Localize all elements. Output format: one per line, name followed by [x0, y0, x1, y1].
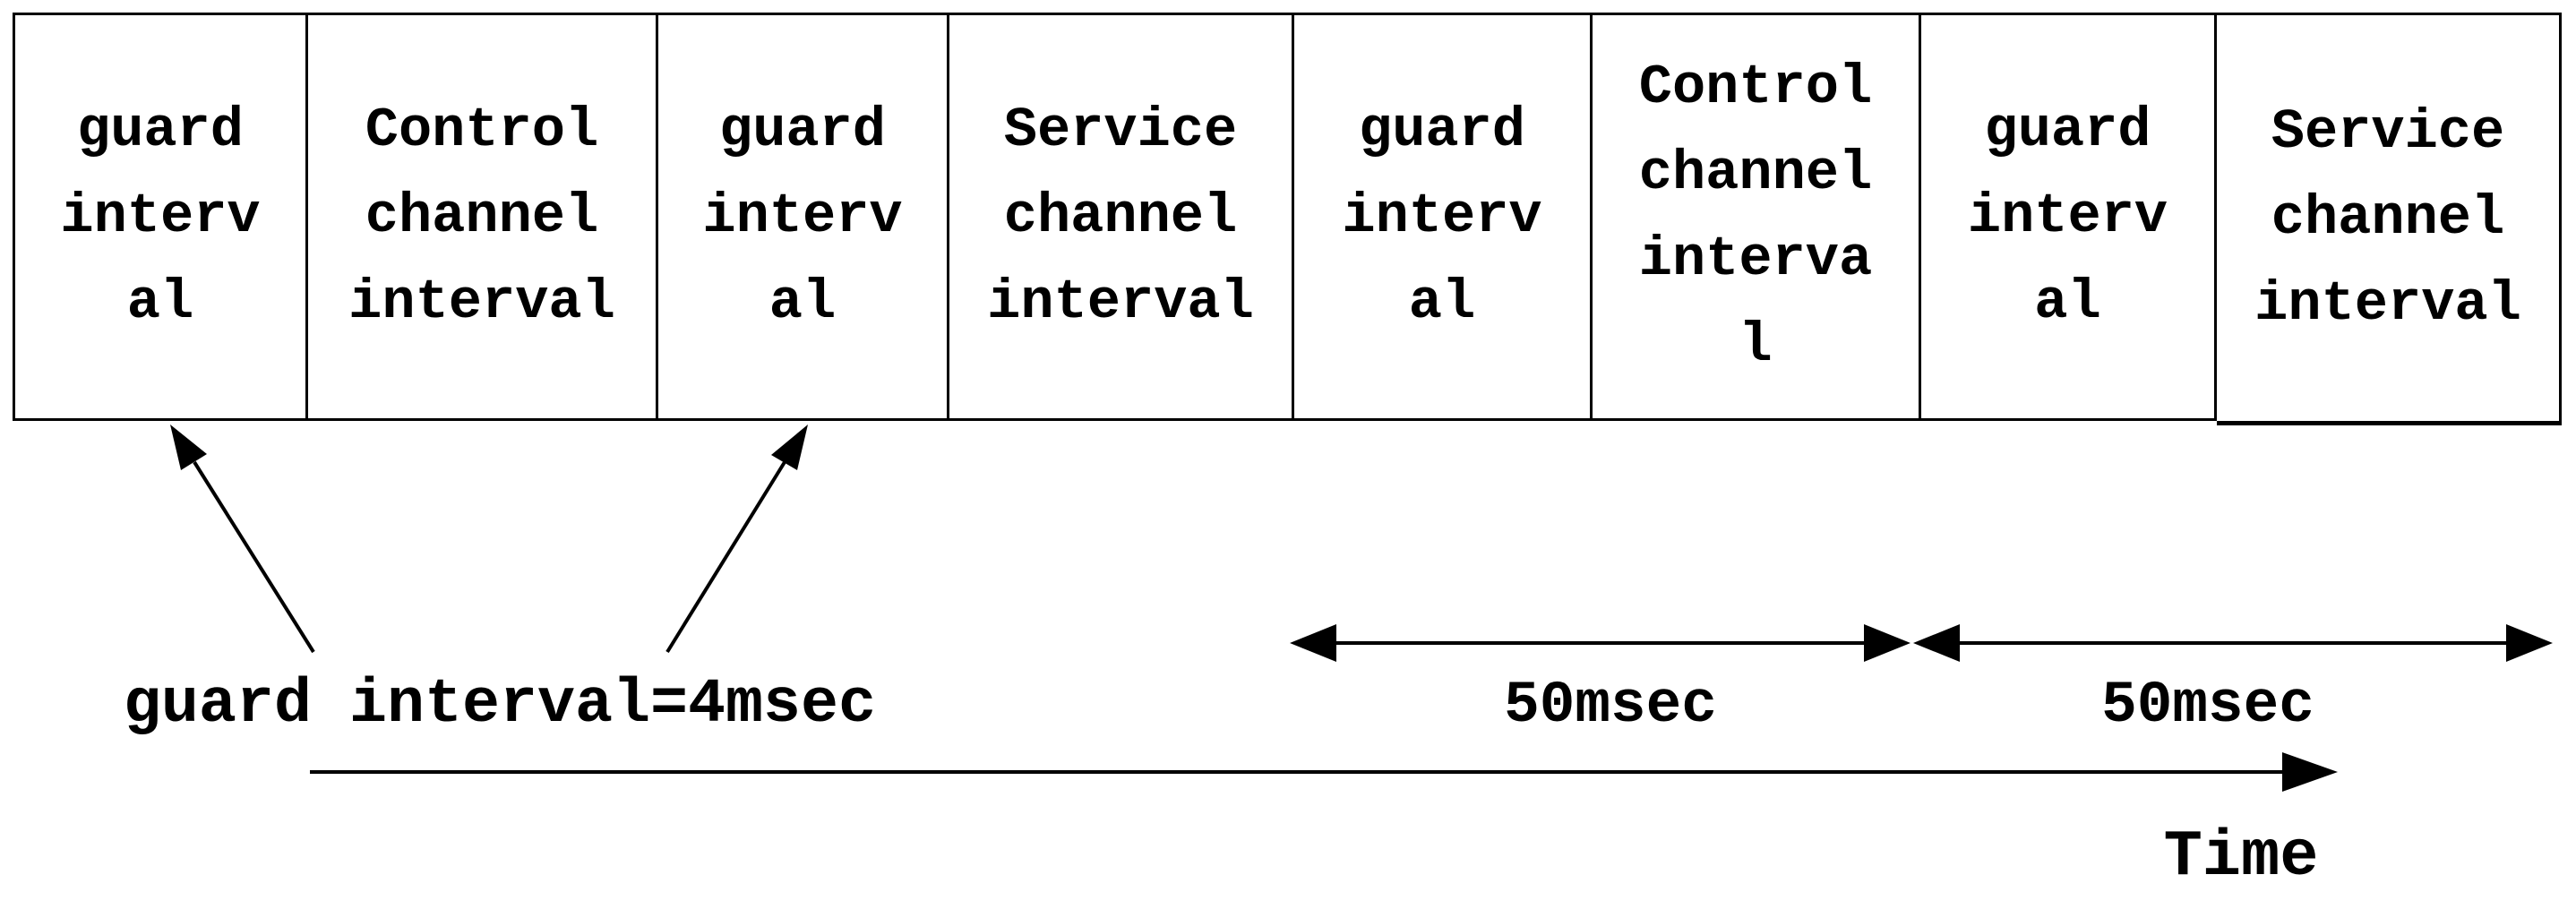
timeline-box-service-channel-2: Service channel interval [2217, 13, 2562, 425]
box-label: Control channel interval [348, 99, 615, 334]
timeline-box-control-channel-2: Control channel interva l [1593, 13, 1921, 421]
timeline-box-guard-interval-2: guard interv al [658, 13, 949, 421]
span-label-50msec-2: 50msec [2101, 672, 2314, 739]
span-label-50msec-1: 50msec [1504, 672, 1717, 739]
timeline-box-guard-interval-4: guard interv al [1921, 13, 2217, 421]
box-label: guard interv al [60, 99, 261, 334]
guard-interval-note: guard interval=4msec [123, 670, 877, 741]
time-axis-label: Time [2163, 820, 2319, 894]
box-label: Service channel interval [2254, 99, 2521, 336]
guard-pointer-arrow-left [170, 424, 315, 654]
span-arrow-50msec-1 [1290, 624, 1911, 662]
box-label: Control channel interva l [1638, 56, 1873, 377]
box-label: guard interv al [702, 99, 903, 334]
timeline-box-guard-interval-3: guard interv al [1294, 13, 1593, 421]
guard-pointer-arrow-right [665, 424, 808, 654]
box-label: Service channel interval [987, 99, 1254, 334]
box-label: guard interv al [1967, 99, 2168, 334]
timeline-box-guard-interval-1: guard interv al [13, 13, 308, 421]
time-axis-arrow [310, 752, 2338, 792]
timeline-box-control-channel-1: Control channel interval [308, 13, 658, 421]
box-label: guard interv al [1342, 99, 1542, 334]
span-arrow-50msec-2 [1913, 624, 2553, 662]
timeline-box-service-channel-1: Service channel interval [949, 13, 1294, 421]
